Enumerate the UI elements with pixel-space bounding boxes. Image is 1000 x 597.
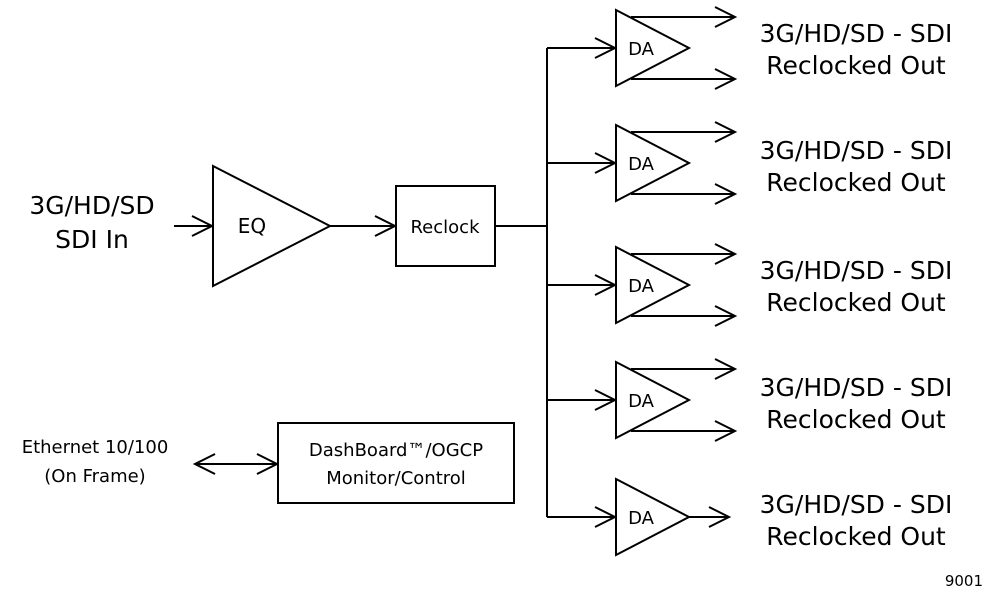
da-3-output-top-arrow-icon	[714, 243, 738, 265]
da-4-output-top-arrow-icon	[714, 358, 738, 380]
da-4-label: DA	[628, 391, 655, 412]
figure-number: 9001	[945, 572, 983, 590]
eq-label: EQ	[238, 214, 266, 238]
da-stage-2: DA	[547, 121, 738, 205]
input-label-line2: SDI In	[55, 225, 129, 254]
da-2-output-top-arrow-icon	[714, 121, 738, 143]
da-4-output-bottom-arrow-icon	[714, 420, 738, 442]
ethernet-left-arrow-icon	[192, 453, 216, 475]
da-3-output-bottom-arrow-icon	[714, 305, 738, 327]
da-5-triangle	[615, 477, 692, 557]
da-1-label: DA	[628, 39, 655, 60]
output-1-line2: Reclocked Out	[766, 51, 946, 80]
da-1-triangle	[615, 8, 692, 88]
da-2-label: DA	[628, 154, 655, 175]
dashboard-control-block	[277, 422, 515, 504]
output-2-line2: Reclocked Out	[766, 168, 946, 197]
dashboard-label-line1: DashBoard™/OGCP	[309, 440, 483, 461]
da-5-output-arrow-icon	[708, 506, 732, 528]
da-1-output-top-arrow-icon	[714, 6, 738, 28]
da-4-triangle	[615, 360, 692, 440]
da-stage-4: DA	[547, 358, 738, 442]
da-stage-5: DA	[547, 477, 732, 557]
dashboard-label-line2: Monitor/Control	[326, 468, 466, 489]
output-4-line2: Reclocked Out	[766, 405, 946, 434]
output-4-line1: 3G/HD/SD - SDI	[760, 373, 953, 402]
reclock-label: Reclock	[410, 217, 480, 238]
input-label-line1: 3G/HD/SD	[29, 191, 154, 220]
da-stage-3: DA	[547, 243, 738, 327]
output-5-line1: 3G/HD/SD - SDI	[760, 490, 953, 519]
da-2-output-bottom-arrow-icon	[714, 183, 738, 205]
output-2-line1: 3G/HD/SD - SDI	[760, 136, 953, 165]
da-1-output-bottom-arrow-icon	[714, 68, 738, 90]
da-5-label: DA	[628, 508, 655, 529]
da-3-label: DA	[628, 276, 655, 297]
da-stage-1: DA	[547, 6, 738, 90]
ethernet-label-line1: Ethernet 10/100	[22, 437, 169, 458]
da-3-triangle	[615, 245, 692, 325]
reclock-block	[395, 185, 496, 267]
output-3-line2: Reclocked Out	[766, 288, 946, 317]
da-2-triangle	[615, 123, 692, 203]
eq-amplifier-triangle	[212, 164, 333, 288]
output-3-line1: 3G/HD/SD - SDI	[760, 256, 953, 285]
output-1-line1: 3G/HD/SD - SDI	[760, 19, 953, 48]
output-5-line2: Reclocked Out	[766, 522, 946, 551]
ethernet-label-line2: (On Frame)	[44, 466, 145, 487]
